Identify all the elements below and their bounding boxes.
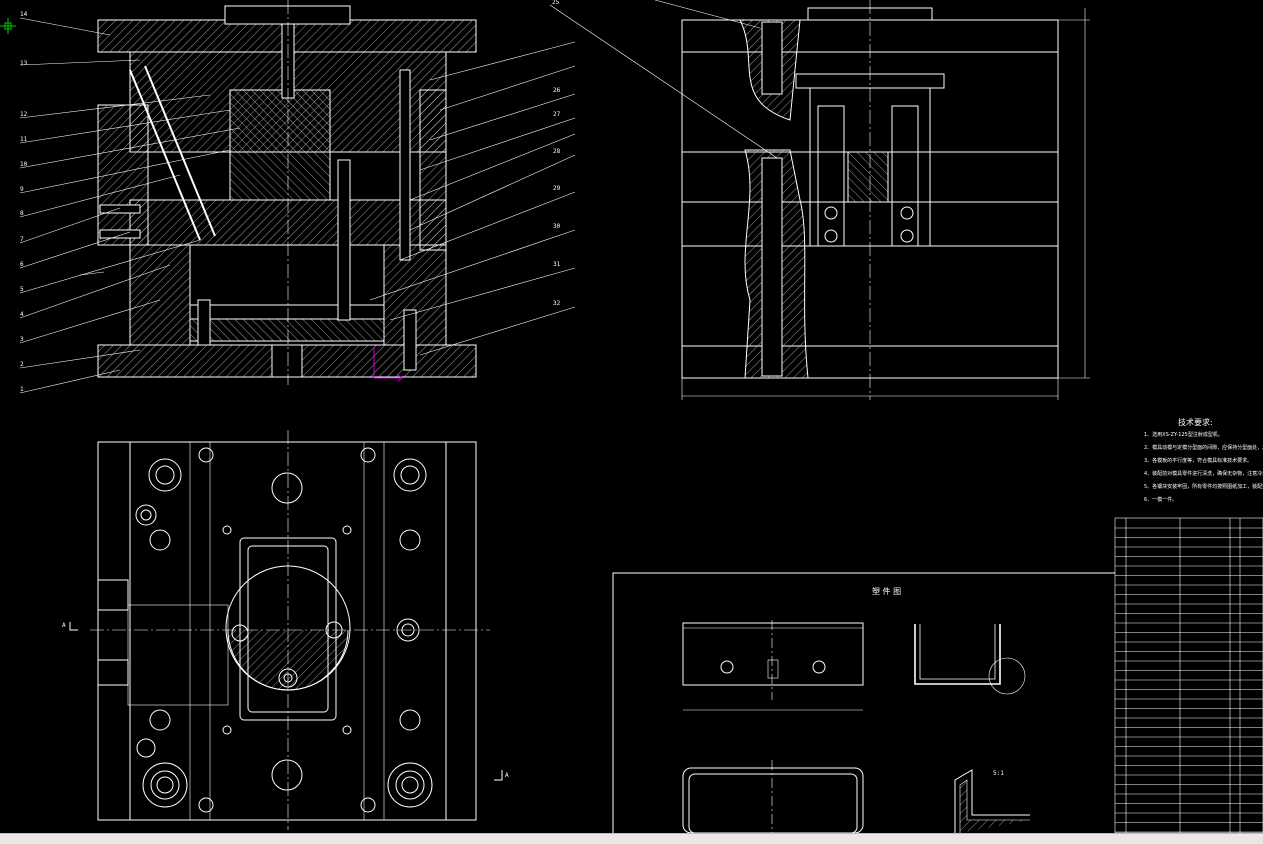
tech-requirement-item: 3、各模板的平行度等，符合模具标准技术要求。: [1144, 457, 1252, 464]
part-label-26: 26: [553, 87, 561, 94]
tech-requirement-item: 5、各镶块安装牢固，所有零件均按照图纸加工，装配完成后应能顺利开合模。: [1144, 483, 1263, 490]
part-label-30: 30: [553, 223, 561, 230]
part-label-28: 28: [553, 148, 561, 155]
tech-requirements-list: 1、选用XS-ZY-125型注射成型机。 2、模具动模与定模分型面的间隙，应保持分…: [1144, 431, 1263, 503]
part-label-7: 7: [20, 236, 24, 243]
part-label-1: 1: [20, 386, 24, 393]
part-label-11: 11: [20, 136, 28, 143]
part-label-13: 13: [20, 60, 28, 67]
leader-lines-right: [369, 0, 781, 356]
part-label-25: 25: [552, 0, 560, 6]
part-label-8: 8: [20, 210, 24, 217]
tech-requirement-item: 6、一模一件。: [1144, 496, 1177, 503]
part-label-14: 14: [20, 11, 28, 18]
part-label-12: 12: [20, 111, 28, 118]
part-label-31: 31: [553, 261, 561, 268]
tech-requirement-item: 1、选用XS-ZY-125型注射成型机。: [1144, 431, 1223, 438]
tech-requirement-item: 4、装配前对模具零件进行清洗，确保无杂物，注意冷却通道的畅通。: [1144, 470, 1263, 477]
tech-requirement-item: 2、模具动模与定模分型面的间隙，应保持分型面处，其间隙不应大于0.03mm。: [1144, 444, 1263, 451]
part-label-10: 10: [20, 161, 28, 168]
detail-scale-note: 5:1: [993, 770, 1004, 777]
main-section-view: [97, 0, 477, 385]
part-drawing: [612, 572, 1115, 834]
part-label-29: 29: [553, 185, 561, 192]
part-label-3: 3: [20, 336, 24, 343]
part-drawing-title: 塑 件 图: [872, 586, 901, 596]
bom-table: [1114, 517, 1263, 834]
part-number-labels: 14 13 12 11 10 9 8 7 6 5 4 3 2 1: [20, 11, 28, 393]
crosshair-cursor: [0, 18, 16, 34]
plan-view: [69, 430, 503, 830]
right-part-number-labels: 25 26 27 28 29 30 31 32: [552, 0, 561, 307]
leader-lines-left: [19, 17, 241, 394]
part-label-5: 5: [20, 286, 24, 293]
part-label-27: 27: [553, 111, 561, 118]
part-label-9: 9: [20, 186, 24, 193]
part-label-2: 2: [20, 361, 24, 368]
tech-requirements-title: 技术要求:: [1178, 417, 1213, 427]
ucs-icon: [373, 348, 403, 382]
section-mark-a-right: A: [505, 772, 509, 779]
part-label-32: 32: [553, 300, 561, 307]
part-label-4: 4: [20, 311, 24, 318]
part-label-6: 6: [20, 261, 24, 268]
status-bar: [0, 833, 1263, 844]
section-mark-a-left: A: [62, 622, 66, 629]
side-section-view: [681, 0, 1090, 400]
